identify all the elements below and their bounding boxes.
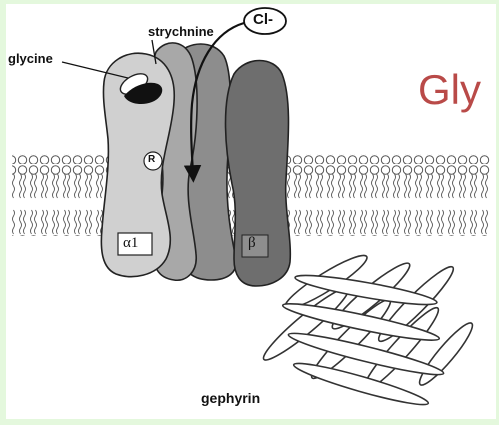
gephyrin-label: gephyrin <box>201 390 260 406</box>
alpha1-label: α1 <box>123 235 138 252</box>
slide-title: Gly <box>418 66 481 114</box>
r-site-label: R <box>148 154 155 165</box>
chloride-label: Cl- <box>253 11 273 28</box>
glycine-label: glycine <box>8 51 53 66</box>
strychnine-label: strychnine <box>148 24 214 39</box>
beta-label: β <box>248 235 256 252</box>
gephyrin-lattice <box>258 249 478 411</box>
